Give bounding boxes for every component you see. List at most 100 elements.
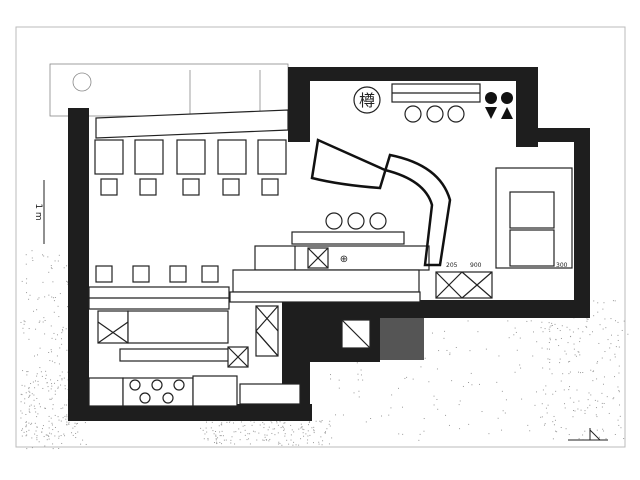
noise-speck [598, 342, 600, 344]
stool [132, 265, 150, 283]
noise-speck [44, 333, 46, 335]
noise-speck [526, 320, 528, 322]
noise-speck [54, 426, 56, 428]
noise-speck [27, 371, 29, 373]
noise-speck [412, 378, 414, 380]
noise-speck [353, 392, 355, 394]
noise-speck [263, 439, 265, 441]
noise-speck [244, 434, 246, 436]
noise-speck [61, 371, 63, 373]
stool [100, 178, 118, 196]
dimension-label: 205 [446, 262, 458, 269]
noise-speck [52, 297, 54, 299]
noise-speck [85, 443, 87, 445]
noise-speck [572, 410, 574, 412]
noise-speck [34, 422, 36, 424]
noise-speck [471, 384, 473, 386]
noise-speck [604, 318, 606, 320]
noise-speck [578, 438, 580, 440]
noise-speck [277, 432, 279, 434]
noise-speck [286, 439, 288, 441]
noise-speck [544, 423, 546, 425]
noise-speck [300, 438, 302, 440]
noise-speck [596, 378, 598, 380]
noise-speck [20, 393, 22, 395]
noise-speck [568, 389, 570, 391]
appliance [97, 310, 129, 344]
noise-speck [64, 404, 66, 406]
noise-speck [207, 438, 209, 440]
noise-speck [623, 438, 625, 440]
bar-stool [369, 212, 387, 230]
noise-speck [603, 430, 605, 432]
noise-speck [283, 429, 285, 431]
noise-speck [28, 395, 30, 397]
noise-speck [358, 390, 360, 392]
noise-speck [239, 439, 241, 441]
noise-speck [549, 330, 551, 332]
noise-speck [265, 439, 267, 441]
noise-speck [62, 417, 64, 419]
noise-speck [32, 381, 34, 383]
noise-speck [502, 410, 504, 412]
noise-speck [67, 306, 69, 308]
noise-speck [612, 398, 614, 400]
noise-speck [305, 433, 307, 435]
noise-speck [570, 335, 572, 337]
noise-speck [627, 333, 629, 335]
noise-speck [567, 342, 569, 344]
noise-speck [548, 342, 550, 344]
noise-speck [335, 414, 337, 416]
noise-speck [244, 429, 246, 431]
noise-speck [28, 396, 30, 398]
noise-speck [72, 427, 74, 429]
bar-counter [291, 231, 405, 245]
noise-speck [614, 433, 616, 435]
noise-speck [618, 390, 620, 392]
stool [95, 265, 113, 283]
noise-speck [478, 383, 480, 385]
noise-speck [54, 390, 56, 392]
noise-speck [424, 357, 426, 359]
noise-speck [21, 394, 23, 396]
noise-speck [559, 362, 561, 364]
noise-speck [601, 402, 603, 404]
noise-speck [38, 297, 40, 299]
noise-speck [249, 433, 251, 435]
noise-speck [53, 311, 55, 313]
noise-speck [458, 404, 460, 406]
noise-speck [58, 316, 60, 318]
noise-speck [230, 439, 232, 441]
noise-speck [60, 408, 62, 410]
noise-speck [614, 353, 616, 355]
noise-speck [207, 439, 209, 441]
noise-speck [221, 422, 223, 424]
noise-speck [443, 337, 445, 339]
noise-speck [58, 437, 60, 439]
noise-speck [545, 385, 547, 387]
noise-speck [569, 371, 571, 373]
noise-speck [48, 271, 50, 273]
noise-speck [65, 418, 67, 420]
noise-speck [59, 293, 61, 295]
noise-speck [508, 337, 510, 339]
noise-speck [21, 280, 23, 282]
noise-speck [28, 422, 30, 424]
noise-speck [271, 432, 273, 434]
noise-speck [615, 346, 617, 348]
noise-speck [244, 425, 246, 427]
noise-speck [64, 385, 66, 387]
noise-speck [20, 401, 22, 403]
noise-speck [541, 321, 543, 323]
noise-speck [264, 436, 266, 438]
noise-speck [48, 436, 50, 438]
noise-speck [558, 345, 560, 347]
prep-counter [127, 310, 229, 344]
noise-speck [481, 411, 483, 413]
noise-speck [284, 433, 286, 435]
noise-speck [48, 351, 50, 353]
noise-speck [292, 444, 294, 446]
barrel-label: 樽 [359, 91, 375, 110]
wall-right [574, 128, 590, 318]
noise-speck [203, 438, 205, 440]
